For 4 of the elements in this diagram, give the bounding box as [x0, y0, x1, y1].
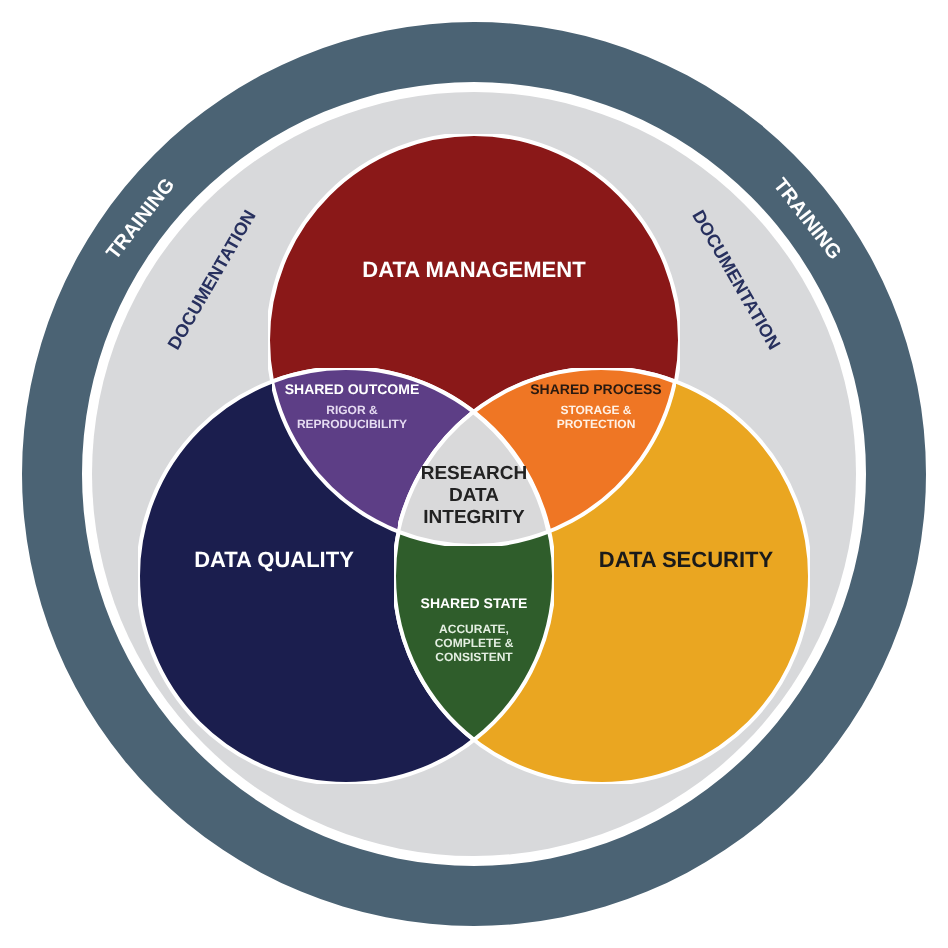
circle-label: DATA QUALITY: [192, 549, 356, 575]
circle-label: DATA MANAGEMENT: [360, 259, 588, 285]
center-label: RESEARCH DATA INTEGRITY: [418, 465, 530, 531]
circle-label: DATA SECURITY: [596, 549, 776, 575]
